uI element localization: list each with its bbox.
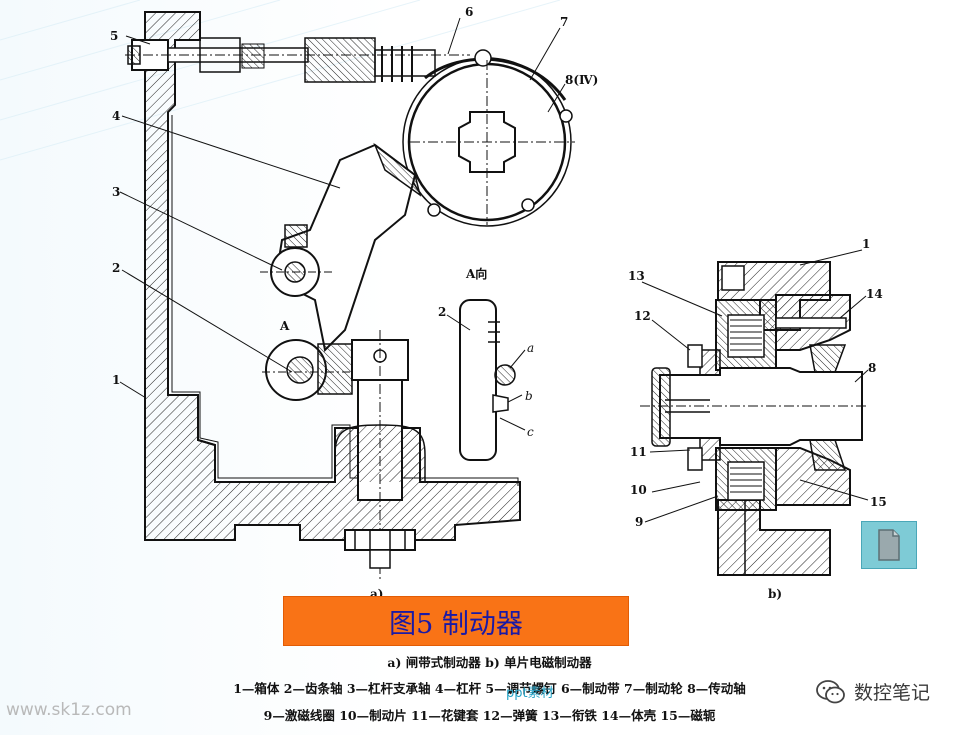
fig-b-label-13: 13 xyxy=(628,269,645,283)
fig-a-label-6: 6 xyxy=(465,5,473,19)
fig-a-label-A: A xyxy=(279,319,290,333)
fig-a-label-4: 4 xyxy=(112,109,120,123)
fig-b-label-14: 14 xyxy=(866,287,883,301)
fig-b-label-9: 9 xyxy=(635,515,643,529)
caption-types: a) 闸带式制动器 b) 单片电磁制动器 xyxy=(387,655,592,670)
fig-b-label-15: 15 xyxy=(870,495,887,509)
fig-b-label-1: 1 xyxy=(862,237,870,251)
fig-a-view-label-c: c xyxy=(527,425,534,439)
legend-line-1: 1—箱体 2—齿条轴 3—杠杆支承轴 4—杠杆 5—调节螺钉 6—制动带 7—制… xyxy=(233,681,746,696)
fig-a-label-5: 5 xyxy=(110,29,118,43)
fig-b-label-12: 12 xyxy=(634,309,651,323)
document-button[interactable] xyxy=(861,521,917,569)
fig-a-view-label-2: 2 xyxy=(438,305,446,319)
site-watermark: www.sk1z.com xyxy=(6,700,132,720)
overlay-label: ppt素材 xyxy=(506,686,554,701)
fig-b-sub-caption: b) xyxy=(768,587,782,600)
wechat-icon xyxy=(816,679,845,703)
fig-a-view-label-b: b xyxy=(525,389,533,403)
figure-title: 图5 制动器 xyxy=(389,608,523,640)
fig-a-view-label-a: a xyxy=(527,341,534,355)
fig-b-label-10: 10 xyxy=(630,483,647,497)
figure-title-box: 图5 制动器 xyxy=(283,596,629,646)
fig-a-label-7: 7 xyxy=(560,15,568,29)
brand-name: 数控笔记 xyxy=(854,682,931,704)
fig-a-label-3: 3 xyxy=(112,185,120,199)
fig-b-label-8: 8 xyxy=(868,361,876,375)
legend-line-2: 9—激磁线圈 10—制动片 11—花键套 12—弹簧 13—衔铁 14—体壳 1… xyxy=(263,708,716,723)
fig-a-label-8: 8(Ⅳ) xyxy=(565,73,598,87)
figure-electromagnetic-brake: 1 14 13 12 8 11 10 9 15 b) xyxy=(628,237,887,600)
document-icon xyxy=(878,529,900,561)
fig-a-view-title: A向 xyxy=(465,266,487,281)
wechat-brand: 数控笔记 xyxy=(816,678,930,705)
fig-a-label-1: 1 xyxy=(112,373,120,387)
fig-a-label-2: 2 xyxy=(112,261,120,275)
fig-b-label-11: 11 xyxy=(630,445,647,459)
